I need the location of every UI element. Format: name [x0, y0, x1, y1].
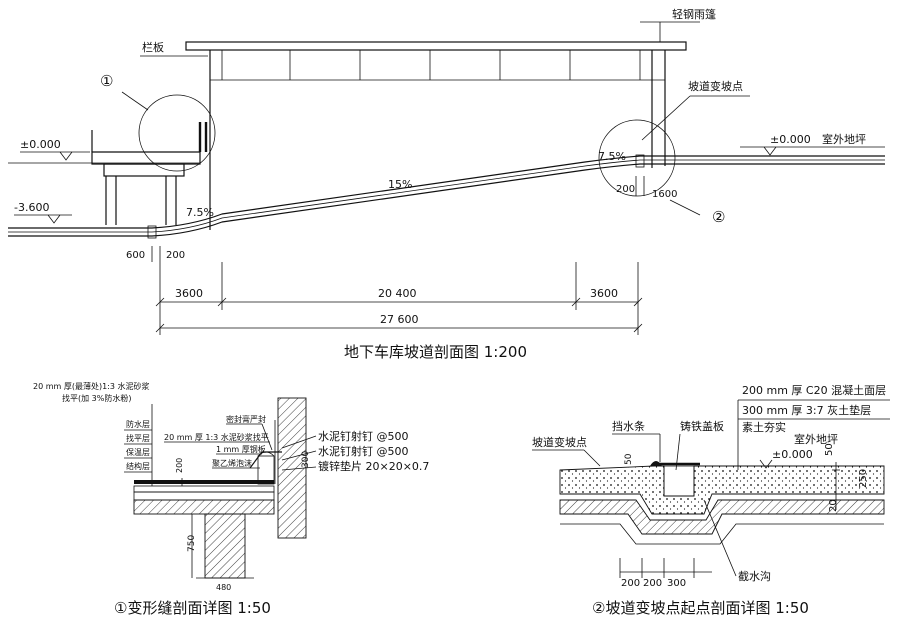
d2-cover-label: 铸铁盖板 [680, 419, 724, 433]
slope-middle: 15% [388, 178, 412, 191]
d2-dim-200-a: 200 [621, 578, 640, 589]
d2-concrete-label: 200 mm 厚 C20 混凝土面层 [742, 383, 886, 397]
d2-title: ②坡道变坡点起点剖面详图 1:50 [592, 599, 809, 617]
main-section: 轻钢雨篷 栏板 ±0.000 -3.600 ① ② [8, 7, 885, 361]
ramp-top [8, 155, 885, 229]
d2-level-label: ±0.000 [772, 448, 813, 461]
slope-right: 7.5% [598, 150, 626, 163]
d1-beam [204, 513, 246, 579]
svg-text:防水层: 防水层 [126, 419, 150, 429]
left-platform-slab [91, 151, 201, 165]
svg-text:找平层: 找平层 [126, 433, 150, 443]
dim-27600: 27 600 [380, 313, 419, 326]
d1-nail2-label: 水泥钉射钉 @500 [318, 444, 409, 458]
svg-text:保温层: 保温层 [126, 447, 150, 457]
slope-change-label: 坡道变坡点 [688, 79, 743, 93]
d2-outdoor-label: 室外地坪 [794, 432, 838, 446]
d2-base [559, 499, 885, 535]
d1-nail1-label: 水泥钉射钉 @500 [318, 429, 409, 443]
svg-text:-3.600: -3.600 [14, 201, 49, 214]
dim-600: 600 [126, 250, 145, 261]
d1-steel-label: 1 mm 厚钢板 [216, 444, 266, 454]
svg-text:室外地坪: 室外地坪 [822, 132, 866, 146]
svg-text:结构层: 结构层 [126, 461, 150, 471]
circle-2-label: ② [712, 208, 725, 226]
main-title: 地下车库坡道剖面图 1:200 [344, 343, 527, 361]
detail-2: 200 mm 厚 C20 混凝土面层 300 mm 厚 3:7 灰土垫层 素土夯… [532, 383, 890, 617]
dim-20400: 20 400 [378, 287, 417, 300]
canopy-posts [209, 50, 666, 230]
d2-trench-label: 截水沟 [738, 569, 771, 583]
d1-washer-label: 镀锌垫片 20×20×0.7 [318, 459, 429, 473]
detail-circle-2 [598, 119, 676, 197]
d1-dim-480: 480 [216, 583, 231, 592]
detail-1: 20 mm 厚(最薄处)1:3 水泥砂浆 找平(加 3%防水粉) 防水层 找平层… [33, 381, 429, 617]
d2-dim-300: 300 [667, 578, 686, 589]
d1-note-line2: 找平(加 3%防水粉) [62, 393, 131, 403]
d1-note-line1: 20 mm 厚(最薄处)1:3 水泥砂浆 [33, 381, 150, 391]
fence-label: 栏板 [142, 40, 164, 54]
d1-layer-labels: 防水层 找平层 保温层 结构层 [124, 404, 153, 486]
d1-dim-300: 300 [301, 451, 311, 468]
canopy-label: 轻钢雨篷 [672, 7, 716, 21]
level-marker-top-left: ±0.000 [20, 138, 90, 161]
d1-seal-label: 密封膏严封 [226, 414, 266, 424]
dim-200-left: 200 [166, 250, 185, 261]
d2-rammed-label: 素土夯实 [742, 420, 786, 434]
circle-1-label: ① [100, 72, 113, 90]
dim-3600-left: 3600 [175, 287, 203, 300]
d1-foam-label: 聚乙烯泡沫 [212, 458, 252, 468]
level-marker-right: ±0.000 室外地坪 [740, 132, 885, 156]
d1-mortar-label: 20 mm 厚 1:3 水泥砂浆找平 [164, 432, 269, 442]
d2-dim-50-right: 50 [824, 443, 835, 456]
d1-dim-200: 200 [175, 458, 184, 473]
d2-slopechange-label: 坡道变坡点 [532, 435, 587, 449]
level-marker-bottom-left: -3.600 [14, 201, 72, 224]
svg-text:±0.000: ±0.000 [20, 138, 61, 151]
canopy-roof [185, 41, 687, 51]
d2-dim-250: 250 [858, 469, 869, 488]
ramp-bottom [8, 163, 885, 237]
dim-1600: 1600 [652, 189, 677, 200]
d2-limesoil-label: 300 mm 厚 3:7 灰土垫层 [742, 403, 871, 417]
d2-dim-200-b: 200 [643, 578, 662, 589]
svg-text:±0.000: ±0.000 [770, 133, 811, 146]
d1-title: ①变形缝剖面详图 1:50 [114, 599, 271, 617]
dimension-lines [155, 262, 643, 335]
d2-waterstop-label: 挡水条 [612, 419, 645, 433]
slope-left: 7.5% [186, 206, 214, 219]
d2-dim-50-left: 50 [624, 453, 634, 465]
d2-dim-20: 20 [828, 499, 839, 512]
dim-200-right: 200 [616, 184, 635, 195]
dim-3600-right: 3600 [590, 287, 618, 300]
detail-circle-1 [138, 94, 216, 172]
